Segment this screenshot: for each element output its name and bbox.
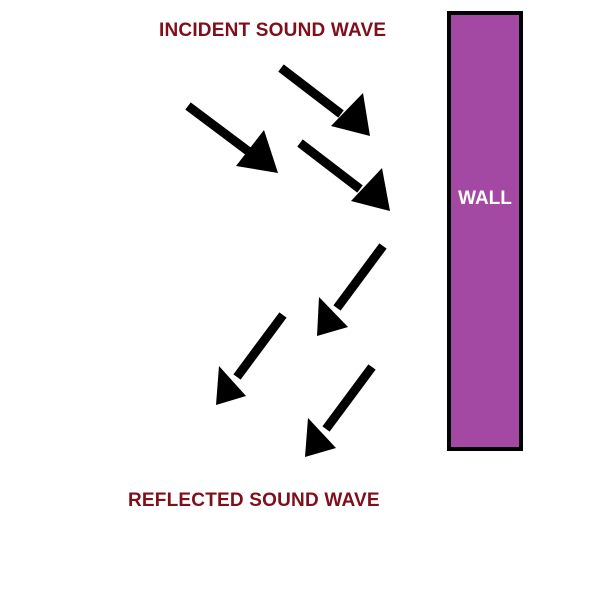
reflected-arrow-icon <box>216 312 287 405</box>
reflected-arrow-icon <box>317 243 387 336</box>
wall-label: WALL <box>458 188 512 209</box>
incident-arrow-icon <box>297 139 390 211</box>
incident-sound-wave-label: INCIDENT SOUND WAVE <box>159 20 387 41</box>
reflected-arrows <box>216 243 387 457</box>
incident-arrows <box>185 64 390 211</box>
incident-arrow-icon <box>185 102 278 173</box>
reflected-arrow-icon <box>305 364 376 457</box>
wall: WALL <box>447 11 523 451</box>
reflected-sound-wave-label: REFLECTED SOUND WAVE <box>128 490 380 511</box>
incident-arrow-icon <box>278 64 370 136</box>
